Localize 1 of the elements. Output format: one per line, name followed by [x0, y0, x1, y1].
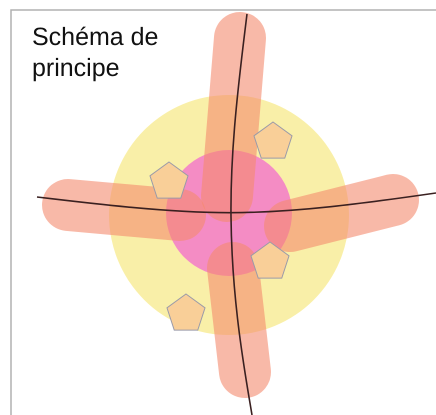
title: Schéma de principe [32, 22, 160, 84]
